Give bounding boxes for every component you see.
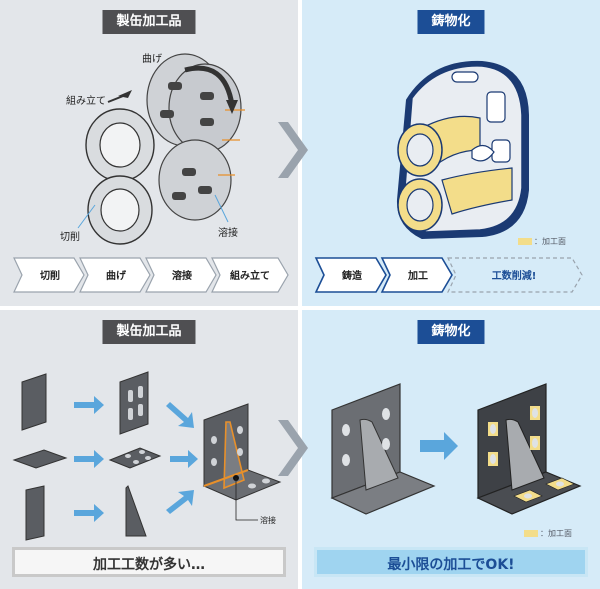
plate-drilled-2 <box>108 447 162 469</box>
step-chevron-1 <box>13 257 85 293</box>
front-rings <box>85 108 155 245</box>
legend-swatch <box>524 530 538 537</box>
cast-bracket-illustration <box>330 383 582 515</box>
step-chevron-4 <box>211 257 289 293</box>
panel-title: 鋳物化 <box>417 10 485 34</box>
step-chevron-2 <box>79 257 151 293</box>
legend-machined: ：加工面 <box>524 528 572 539</box>
welded-bracket <box>202 403 282 501</box>
plate-cut-rib <box>125 485 147 537</box>
rough-casting <box>330 383 436 515</box>
cast-part-illustration <box>396 60 529 240</box>
plate-raw-2 <box>12 449 68 469</box>
fabricated-part-illustration: 曲げ 組み立て 切削 溶接 切削 曲げ 溶接 組み立て <box>13 53 289 293</box>
step-label: 組み立て <box>230 269 270 282</box>
panel-fabricated-bracket: 製缶加工品 <box>0 310 298 589</box>
plate-drilled-1 <box>119 371 149 435</box>
step-label: 切削 <box>40 269 60 282</box>
machined-casting <box>476 383 582 515</box>
panel-title: 鋳物化 <box>417 320 485 344</box>
label-cut: 切削 <box>60 230 80 243</box>
panel-cast-cylinder: 鋳物化 ：加工面 <box>302 0 600 306</box>
fabricated-bracket-illustration: 溶接 <box>12 371 282 541</box>
arrow-diag-up-icon <box>166 490 194 514</box>
legend-swatch <box>518 238 532 245</box>
arrow-right-icon <box>74 504 104 522</box>
label-weld: 溶接 <box>218 226 238 239</box>
footer-minimal-machining: 最小限の加工でOK! <box>314 547 588 577</box>
legend-machined: ：加工面 <box>518 236 566 247</box>
panel-title: 製缶加工品 <box>102 10 196 34</box>
label-assemble: 組み立て <box>66 94 106 107</box>
label-bend: 曲げ <box>142 53 162 65</box>
step-label: 溶接 <box>172 269 192 282</box>
arrow-diag-down-icon <box>166 402 194 428</box>
arrow-right-icon <box>74 450 104 468</box>
label-weld: 溶接 <box>260 515 276 525</box>
plate-raw-1 <box>21 373 47 431</box>
footer-many-steps: 加工工数が多い… <box>12 547 286 577</box>
plate-raw-3 <box>25 485 45 541</box>
legend-text: ：加工面 <box>534 237 566 246</box>
panel-cast-bracket: 鋳物化 <box>302 310 600 589</box>
arrow-right-icon <box>170 450 198 468</box>
process-steps: 切削 曲げ 溶接 組み立て <box>13 257 289 293</box>
cast-body <box>396 60 529 240</box>
exploded-plates <box>146 53 245 221</box>
arrow-right-icon <box>420 432 458 460</box>
arrow-right-icon <box>74 396 104 414</box>
step-chevron-3 <box>145 257 217 293</box>
legend-text: ：加工面 <box>540 529 572 538</box>
panel-fabricated-cylinder: 製缶加工品 <box>0 0 298 306</box>
bend-arrow <box>184 65 235 106</box>
process-arrows <box>74 396 198 522</box>
weld-leader-line <box>235 478 258 521</box>
panel-title: 製缶加工品 <box>102 320 196 344</box>
step-label: 曲げ <box>106 269 127 282</box>
